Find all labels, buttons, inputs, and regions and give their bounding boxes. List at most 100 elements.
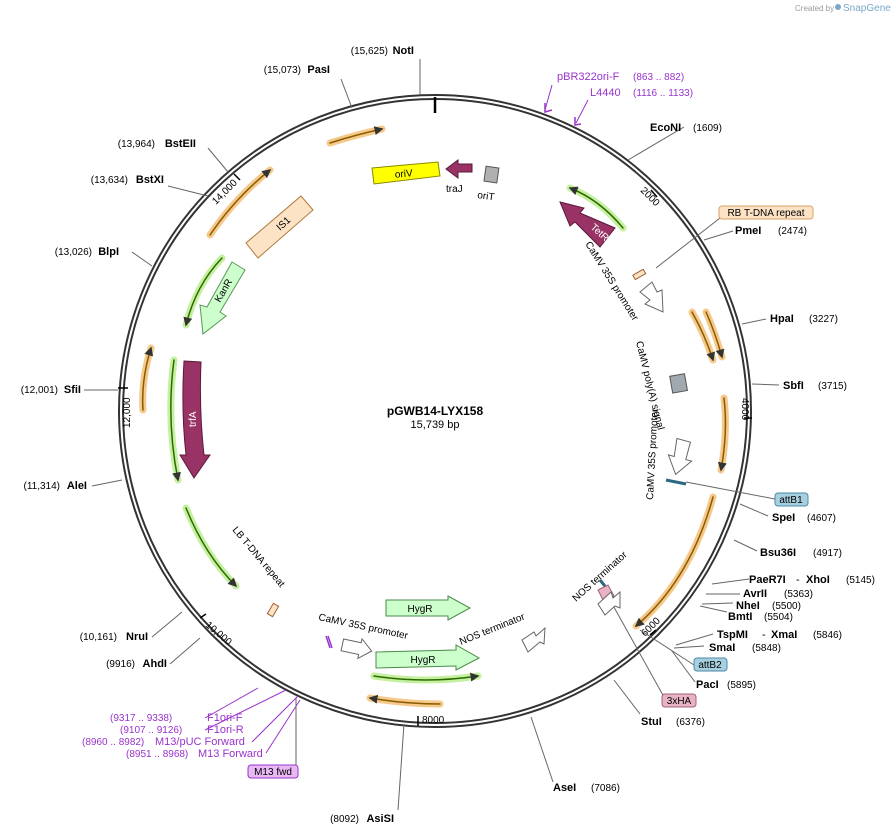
site-econi-name: EcoNI <box>650 122 681 134</box>
site-tspmi-sep: - <box>762 629 766 641</box>
camv35s-promoter-arrow-3 <box>340 637 373 660</box>
site-paci-name: PacI <box>696 679 719 691</box>
site-noti-pos: (15,625) <box>351 46 388 57</box>
primer-f1ori-f-range: (9317 .. 9338) <box>110 713 172 724</box>
snapgene-logo-icon <box>835 4 841 10</box>
svg-text:8000: 8000 <box>422 715 445 726</box>
attb2-box <box>693 657 728 672</box>
orf-arcs <box>139 125 729 708</box>
site-bsu36i-name: Bsu36I <box>760 547 796 559</box>
site-bstxi-pos: (13,634) <box>91 175 128 186</box>
plasmid-size: 15,739 bp <box>411 419 460 431</box>
attb2-label: attB2 <box>698 660 722 671</box>
site-nhei-name: NheI <box>736 600 760 612</box>
primer-m13puc-range: (8960 .. 8982) <box>82 737 144 748</box>
primer-l4440-range: (1116 .. 1133) <box>633 88 693 99</box>
site-bsteii-pos: (13,964) <box>118 139 155 150</box>
primer-f1ori-r-name: F1ori-R <box>207 724 244 736</box>
site-bstxi-name: BstXI <box>136 174 164 186</box>
primer-m13puc-name: M13/pUC Forward <box>155 736 245 748</box>
tick-4000: 4000 <box>739 398 752 421</box>
nos-terminator-arrow-2 <box>597 590 621 616</box>
site-tspmi-pos: (5846) <box>813 630 842 641</box>
camv35s-promoter-arrow-1 <box>639 281 664 313</box>
orit-feature <box>483 165 500 184</box>
attb1-label: attB1 <box>779 495 803 506</box>
rb-tdna-label: RB T-DNA repeat <box>727 208 804 219</box>
site-paer7i-sep: - <box>796 574 800 586</box>
site-pasi-pos: (15,073) <box>264 65 301 76</box>
site-nhei-pos: (5500) <box>772 601 801 612</box>
site-paer7i-name: PaeR7I <box>749 574 786 586</box>
primer-m13fwd-range: (8951 .. 8968) <box>126 749 188 760</box>
svg-text:10,000: 10,000 <box>203 620 234 648</box>
lb-tdna-label: LB T-DNA repeat <box>230 525 287 590</box>
site-pmei-pos: (2474) <box>778 226 807 237</box>
tick-10000: 10,000 <box>199 613 234 648</box>
site-asisi-name: AsiSI <box>366 813 394 825</box>
site-blpi-name: BlpI <box>98 246 119 258</box>
primer-leaders <box>204 84 589 754</box>
rb-tdna-box <box>718 205 814 220</box>
primer-f1ori-f-name: F1ori-F <box>207 712 243 724</box>
site-sbfi-name: SbfI <box>783 380 804 392</box>
site-stui-pos: (6376) <box>676 717 705 728</box>
site-hpai-pos: (3227) <box>809 314 838 325</box>
site-bmti-name: BmtI <box>728 611 752 623</box>
m13-fwd-label: M13 fwd <box>254 767 292 778</box>
primer-m13fwd-name: M13 Forward <box>198 748 263 760</box>
site-alei-pos: (11,314) <box>23 481 60 492</box>
nos-terminator-arrow-1 <box>521 626 546 653</box>
site-smai-pos: (5848) <box>752 643 781 654</box>
attb1-box <box>774 492 809 507</box>
is1-feature <box>245 195 314 259</box>
trfa-label: trfA <box>188 411 199 427</box>
3xha-label: 3xHA <box>667 696 692 707</box>
tick-8000: 8000 <box>417 715 445 726</box>
oriv-feature <box>371 161 441 185</box>
site-asei-pos: (7086) <box>591 783 620 794</box>
site-stui-name: StuI <box>641 716 662 728</box>
site-paci-pos: (5895) <box>727 680 756 691</box>
site-tspmi-name: TspMI <box>717 629 748 641</box>
tick-2000: 2000 <box>638 185 662 209</box>
site-avrii-name: AvrII <box>743 588 767 600</box>
site-pmei-name: PmeI <box>735 225 761 237</box>
camv35s-promoter-arrow-2 <box>667 437 693 476</box>
nos-terminator-label-1: NOS terminator <box>458 611 527 647</box>
site-blpi-pos: (13,026) <box>55 247 92 258</box>
site-alei-name: AleI <box>67 480 87 492</box>
site-asei-name: AseI <box>553 782 576 794</box>
site-pasi-name: PasI <box>307 64 330 76</box>
site-sfii-pos: (12,001) <box>21 385 58 396</box>
svg-text:4000: 4000 <box>739 398 750 421</box>
primer-f1ori-r-range: (9107 .. 9126) <box>120 725 182 736</box>
site-spei-name: SpeI <box>772 512 795 524</box>
kanr-feature <box>199 261 246 335</box>
3xha-box <box>661 693 697 708</box>
backbone-outer <box>118 94 752 728</box>
svg-text:2000: 2000 <box>638 185 662 209</box>
hygr-feature-1 <box>385 595 472 621</box>
nos-terminator-label-2: NOS terminator <box>571 549 630 604</box>
site-bmti-pos: (5504) <box>764 612 793 623</box>
primer-l4440-name: L4440 <box>590 87 621 99</box>
primer-m13-mark <box>325 635 331 649</box>
primer-pbr322ori-f-name: pBR322ori-F <box>557 71 620 83</box>
polya-feature <box>669 373 689 394</box>
site-noti-name: NotI <box>393 45 414 57</box>
site-ahdi-pos: (9916) <box>106 659 135 670</box>
site-nrui-name: NruI <box>126 631 148 643</box>
site-econi-pos: (1609) <box>693 123 722 134</box>
snapgene-brand: SnapGene <box>843 3 891 14</box>
camv35s-promoter-label-1: CaMV 35S promoter <box>582 240 640 324</box>
site-bsu36i-pos: (4917) <box>813 548 842 559</box>
credit-prefix: Created by <box>795 4 834 13</box>
site-bsteii-name: BstEII <box>165 138 196 150</box>
orit-label: oriT <box>477 190 496 203</box>
camv35s-promoter-label-2: CaMV 35S promoter <box>645 408 661 500</box>
site-xhoi-name: XhoI <box>806 574 830 586</box>
site-ahdi-name: AhdI <box>143 658 167 670</box>
lb-tdna-feature <box>266 602 280 618</box>
plasmid-name: pGWB14-LYX158 <box>387 404 484 418</box>
